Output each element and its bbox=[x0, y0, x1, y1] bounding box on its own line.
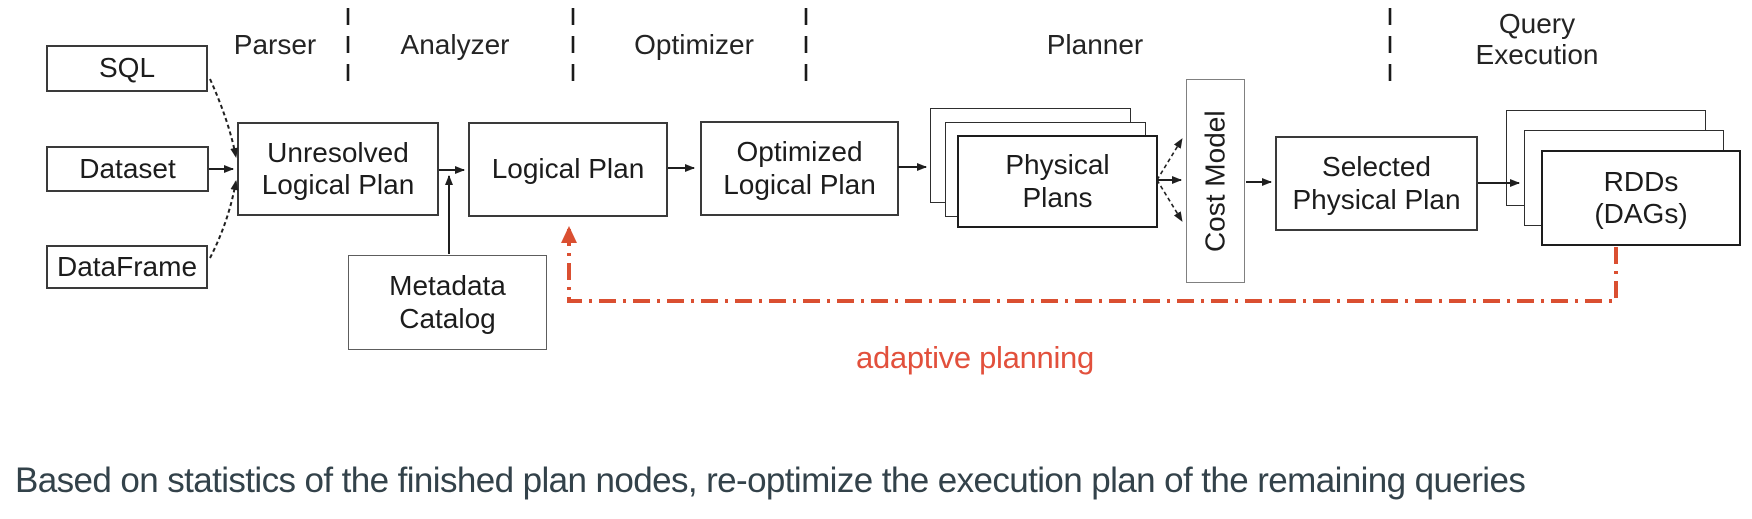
node-metadata-catalog: Metadata Catalog bbox=[348, 255, 547, 350]
arrow-physical-to-costmodel-top bbox=[1156, 138, 1183, 181]
stage-label-planner: Planner bbox=[1046, 29, 1144, 60]
adaptive-planning-label: adaptive planning bbox=[856, 340, 1094, 375]
node-unresolved-logical-plan: Unresolved Logical Plan bbox=[237, 122, 439, 216]
node-dataset: Dataset bbox=[46, 146, 209, 192]
node-cost-model: Cost Model bbox=[1186, 79, 1245, 283]
stage-label-analyzer: Analyzer bbox=[400, 29, 510, 60]
arrow-dataframe-to-unresolved bbox=[209, 180, 239, 259]
node-physical-plans: Physical Plans bbox=[957, 135, 1158, 228]
arrow-physical-to-costmodel-bottom bbox=[1156, 179, 1183, 222]
caption-text: Based on statistics of the finished plan… bbox=[15, 461, 1526, 500]
arrow-adaptive-feedback bbox=[561, 226, 1618, 303]
stage-label-optimizer: Optimizer bbox=[634, 29, 754, 60]
node-selected-physical-plan: Selected Physical Plan bbox=[1275, 136, 1478, 231]
cost-model-label: Cost Model bbox=[1199, 110, 1231, 252]
node-rdds: RDDs (DAGs) bbox=[1541, 150, 1741, 246]
node-logical-plan: Logical Plan bbox=[468, 122, 668, 217]
arrow-sql-to-unresolved bbox=[209, 78, 239, 158]
stage-label-parser: Parser bbox=[233, 29, 317, 60]
node-dataframe: DataFrame bbox=[46, 245, 208, 289]
node-optimized-logical-plan: Optimized Logical Plan bbox=[700, 121, 899, 216]
stage-label-query-execution: Query Execution bbox=[1475, 8, 1599, 71]
node-sql: SQL bbox=[46, 45, 208, 92]
